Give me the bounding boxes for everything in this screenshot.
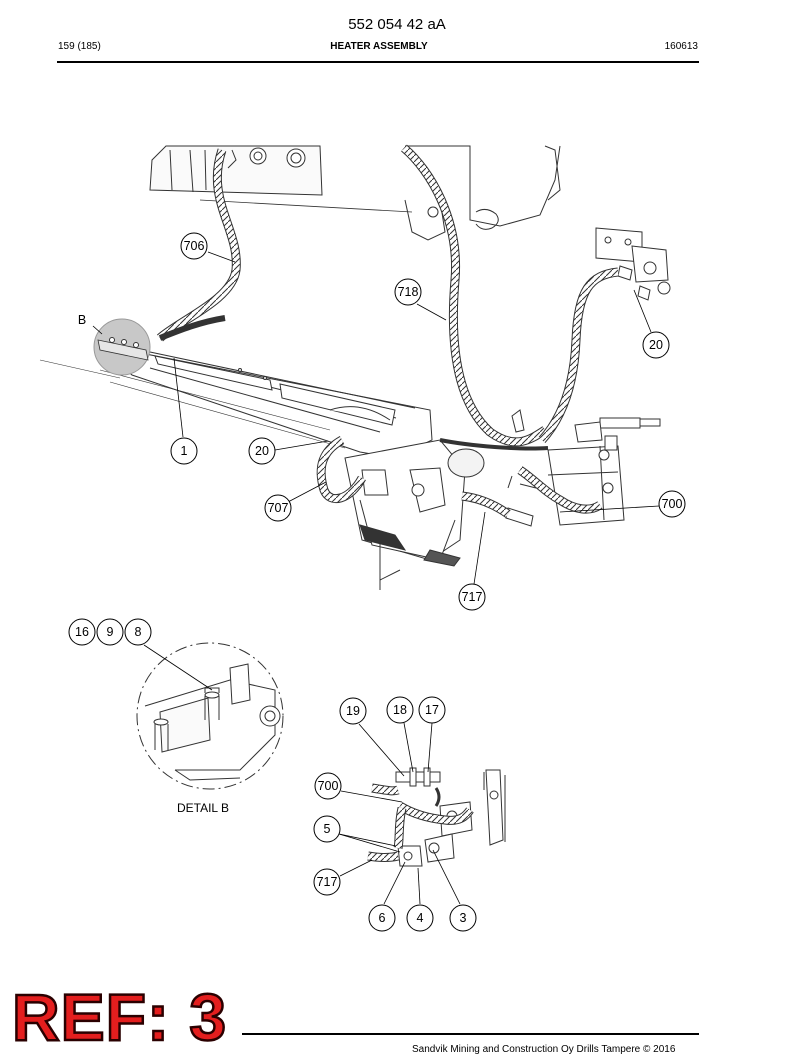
hose-700 — [517, 466, 603, 514]
hose-707 — [316, 436, 366, 504]
detail-b-marker — [92, 318, 151, 376]
svg-text:717: 717 — [317, 875, 338, 889]
detail-b-caption: DETAIL B — [176, 801, 229, 815]
heater-unit — [344, 439, 485, 590]
callout-19: 19 — [339, 697, 367, 725]
svg-text:700: 700 — [318, 779, 339, 793]
callout-20-upper: 20 — [642, 331, 670, 359]
page-number: 159 (185) — [58, 41, 101, 52]
svg-text:8: 8 — [135, 625, 142, 639]
callout-717-lower: 717 — [313, 868, 341, 896]
callout-20-lower: 20 — [248, 437, 276, 465]
detail-b-view — [136, 642, 284, 790]
svg-text:1: 1 — [181, 444, 188, 458]
callout-700-upper: 700 — [658, 490, 686, 518]
heater-frame — [39, 344, 433, 459]
svg-text:6: 6 — [379, 911, 386, 925]
svg-text:19: 19 — [346, 704, 360, 718]
hose-706 — [156, 148, 241, 342]
hose-frame-link — [158, 315, 549, 451]
detail-b-letter: B — [78, 313, 86, 327]
svg-text:20: 20 — [255, 444, 269, 458]
svg-text:706: 706 — [184, 239, 205, 253]
svg-text:5: 5 — [324, 822, 331, 836]
svg-text:17: 17 — [425, 703, 439, 717]
svg-text:700: 700 — [662, 497, 683, 511]
document-date: 160613 — [664, 41, 698, 52]
svg-text:4: 4 — [417, 911, 424, 925]
callout-717-upper: 717 — [458, 583, 486, 611]
ref-stamp: REF: 3 — [11, 980, 228, 1054]
svg-text:718: 718 — [398, 285, 419, 299]
callout-1: 1 — [170, 437, 198, 465]
svg-text:3: 3 — [460, 911, 467, 925]
callout-16: 16 — [68, 618, 96, 646]
lower-sub-assembly — [395, 767, 506, 867]
callout-6: 6 — [368, 904, 396, 932]
svg-text:16: 16 — [75, 625, 89, 639]
leader-lines — [143, 251, 660, 905]
valve-block-upper-right — [595, 227, 671, 301]
callout-4: 4 — [406, 904, 434, 932]
hose-20-upper — [538, 267, 619, 444]
callout-18: 18 — [386, 696, 414, 724]
callout-718: 718 — [394, 278, 422, 306]
header-rule — [57, 61, 699, 63]
callout-5: 5 — [313, 815, 341, 843]
hose-717 — [461, 491, 511, 518]
upper-housing — [149, 145, 561, 241]
callout-707: 707 — [264, 494, 292, 522]
footer-rule — [242, 1033, 699, 1035]
page-title: HEATER ASSEMBLY — [330, 41, 428, 52]
hose-718 — [401, 144, 548, 447]
callout-17: 17 — [418, 696, 446, 724]
callout-3: 3 — [449, 904, 477, 932]
lower-hoses — [367, 783, 474, 862]
svg-text:18: 18 — [393, 703, 407, 717]
footer-copyright: Sandvik Mining and Construction Oy Drill… — [412, 1044, 676, 1055]
callout-700-lower: 700 — [314, 772, 342, 800]
svg-text:717: 717 — [462, 590, 483, 604]
svg-text:9: 9 — [107, 625, 114, 639]
callout-706: 706 — [180, 232, 208, 260]
svg-text:707: 707 — [268, 501, 289, 515]
document-number: 552 054 42 aA — [348, 16, 446, 33]
svg-text:20: 20 — [649, 338, 663, 352]
callout-8: 8 — [124, 618, 152, 646]
callout-9: 9 — [96, 618, 124, 646]
